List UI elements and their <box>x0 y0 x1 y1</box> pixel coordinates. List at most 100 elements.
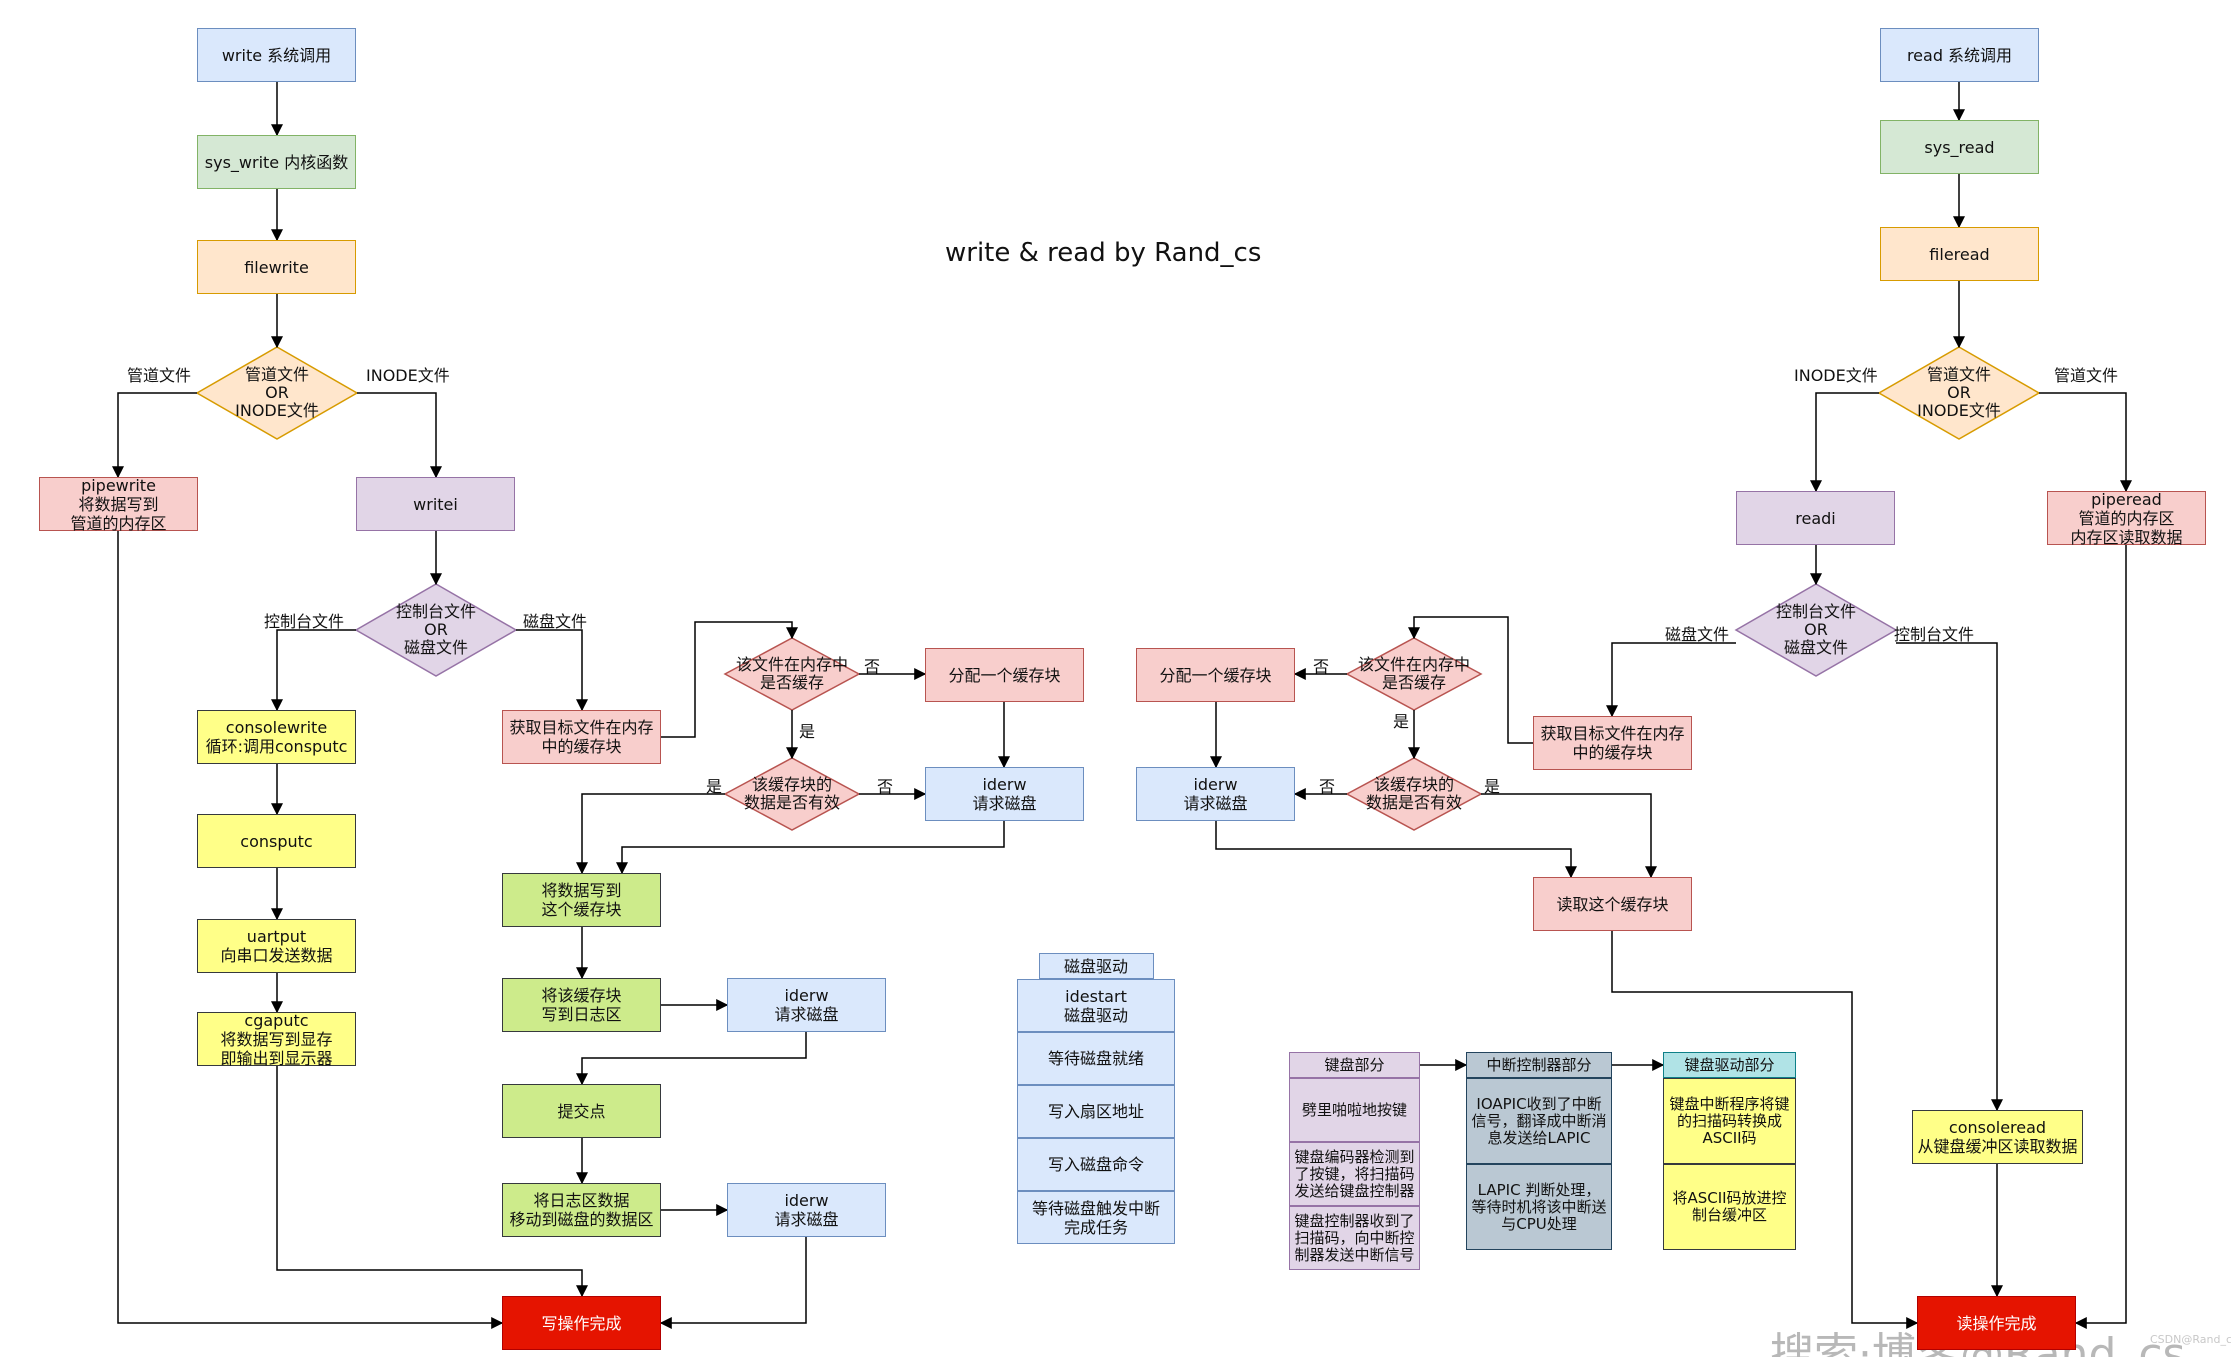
commit-node: 提交点 <box>502 1084 661 1138</box>
label-read-cached-yes: 是 <box>1393 712 1410 731</box>
edge-decision-to-readi <box>1810 392 1879 493</box>
piperead-node: piperead 管道的内存区 内存区读取数据 <box>2047 490 2206 547</box>
interrupt-part-item: IOAPIC收到了中断 信号，翻译成中断消 息发送给LAPIC <box>1466 1078 1612 1164</box>
label-write-cached-yes: 是 <box>799 722 816 741</box>
keyboard-part-item: 键盘控制器收到了 扫描码，向中断控 制器发送中断信号 <box>1289 1206 1420 1270</box>
edge-iderw2-to-commit <box>576 1032 807 1086</box>
label-read-pipe: 管道文件 <box>2054 366 2119 385</box>
consputc-node: consputc <box>197 814 356 868</box>
write-move-log-node: 将日志区数据 移动到磁盘的数据区 <box>502 1183 661 1237</box>
label-read-inode: INODE文件 <box>1794 366 1878 385</box>
keyboard-driver-part-header: 键盘驱动部分 <box>1663 1052 1796 1078</box>
consoleread-node: consoleread 从键盘缓冲区读取数据 <box>1912 1110 2083 1164</box>
edge-device-to-consoleread <box>1896 642 2003 1112</box>
write-valid-decision-shape <box>723 757 861 831</box>
label-read-console: 控制台文件 <box>1894 625 1975 644</box>
label-write-disk: 磁盘文件 <box>523 612 588 631</box>
keyboard-driver-part-item: 将ASCII码放进控 制台缓冲区 <box>1663 1164 1796 1250</box>
consolewrite-node: consolewrite 循环:调用consputc <box>197 710 356 764</box>
label-write-console: 控制台文件 <box>264 612 345 631</box>
keyboard-part-header: 键盘部分 <box>1289 1052 1420 1078</box>
label-write-valid-yes: 是 <box>706 777 723 796</box>
writei-node: writei <box>356 477 515 531</box>
label-write-inode: INODE文件 <box>366 366 450 385</box>
label-write-valid-no: 否 <box>877 777 894 796</box>
write-valid-decision: 该缓存块的 数据是否有效 <box>743 775 840 812</box>
uartput-node: uartput 向串口发送数据 <box>197 919 356 973</box>
sys-write-node: sys_write 内核函数 <box>197 135 356 189</box>
write-device-decision: 控制台文件 OR 磁盘文件 <box>395 602 476 657</box>
cgaputc-node: cgaputc 将数据写到显存 即输出到显示器 <box>197 1011 356 1068</box>
filewrite-node: filewrite <box>197 240 356 294</box>
read-device-decision-shape <box>1734 583 1898 677</box>
read-buffer-node: 读取这个缓存块 <box>1533 877 1692 931</box>
disk-driver-item: 写入扇区地址 <box>1017 1085 1175 1138</box>
write-device-decision-shape <box>354 583 518 677</box>
write-get-buffer-node: 获取目标文件在内存 中的缓存块 <box>502 710 661 764</box>
disk-driver-item: 等待磁盘触发中断 完成任务 <box>1017 1191 1175 1244</box>
read-device-decision: 控制台文件 OR 磁盘文件 <box>1775 602 1856 657</box>
edge-getbuf-to-cached <box>1408 616 1533 744</box>
write-iderw-node-2: iderw 请求磁盘 <box>727 978 886 1032</box>
keyboard-part-item: 劈里啪啦地按键 <box>1289 1078 1420 1142</box>
edge-valid-yes-to-readbuf <box>1481 793 1657 879</box>
read-type-decision: 管道文件 OR INODE文件 <box>1917 365 2001 420</box>
label-read-cached-no: 否 <box>1313 657 1330 676</box>
write-alloc-buffer-node: 分配一个缓存块 <box>925 648 1084 702</box>
interrupt-part-header: 中断控制器部分 <box>1466 1052 1612 1078</box>
edge-readbuf-to-done <box>1611 931 1919 1329</box>
write-cached-decision: 该文件在内存中 是否缓存 <box>735 655 848 692</box>
write-iderw-node-3: iderw 请求磁盘 <box>727 1183 886 1237</box>
watermark-small: CSDN@Rand_cs <box>2150 1333 2231 1346</box>
read-done-node: 读操作完成 <box>1917 1296 2076 1350</box>
label-read-disk: 磁盘文件 <box>1665 625 1730 644</box>
write-log-node: 将该缓存块 写到日志区 <box>502 978 661 1032</box>
edge-pipewrite-to-done <box>117 531 504 1329</box>
disk-driver-item: idestart 磁盘驱动 <box>1017 979 1175 1032</box>
read-alloc-buffer-node: 分配一个缓存块 <box>1136 648 1295 702</box>
interrupt-part-item: LAPIC 判断处理， 等待时机将该中断送 与CPU处理 <box>1466 1164 1612 1250</box>
edge-device-to-consolewrite <box>271 629 356 712</box>
label-read-valid-yes: 是 <box>1484 777 1501 796</box>
disk-driver-item: 等待磁盘就绪 <box>1017 1032 1175 1085</box>
write-type-decision: 管道文件 OR INODE文件 <box>235 365 319 420</box>
keyboard-part-item: 键盘编码器检测到 了按键，将扫描码 发送给键盘控制器 <box>1289 1142 1420 1206</box>
write-type-decision-shape <box>195 346 359 440</box>
read-get-buffer-node: 获取目标文件在内存 中的缓存块 <box>1533 716 1692 770</box>
write-syscall-node: write 系统调用 <box>197 28 356 82</box>
pipewrite-node: pipewrite 将数据写到 管道的内存区 <box>39 476 198 533</box>
edge-decision-to-writei <box>357 392 442 479</box>
read-valid-decision-shape <box>1345 757 1483 831</box>
write-iderw-node-1: iderw 请求磁盘 <box>925 767 1084 821</box>
edge-device-to-getbuf <box>1606 642 1736 718</box>
disk-driver-item: 写入磁盘命令 <box>1017 1138 1175 1191</box>
read-syscall-node: read 系统调用 <box>1880 28 2039 82</box>
label-read-valid-no: 否 <box>1319 777 1336 796</box>
edge-piperead-to-done <box>2074 545 2127 1329</box>
diagram-title: write & read by Rand_cs <box>945 238 1262 268</box>
edge-decision-to-pipewrite <box>112 392 197 479</box>
readi-node: readi <box>1736 491 1895 545</box>
label-write-pipe: 管道文件 <box>127 366 192 385</box>
edge-decision-to-piperead <box>2039 392 2132 493</box>
edge-getbuf-to-cached <box>661 621 798 738</box>
read-cached-decision: 该文件在内存中 是否缓存 <box>1357 655 1470 692</box>
disk-driver-header: 磁盘驱动 <box>1038 953 1154 979</box>
read-type-decision-shape <box>1877 346 2041 440</box>
read-valid-decision: 该缓存块的 数据是否有效 <box>1365 775 1462 812</box>
label-write-cached-no: 否 <box>864 657 881 676</box>
edge-iderw-to-writebuf <box>616 821 1005 875</box>
write-to-buffer-node: 将数据写到 这个缓存块 <box>502 873 661 927</box>
edge-valid-yes-to-writebuf <box>576 793 725 875</box>
sys-read-node: sys_read <box>1880 120 2039 174</box>
write-done-node: 写操作完成 <box>502 1296 661 1350</box>
edge-iderw-to-readbuf <box>1215 821 1577 879</box>
edge-cgaputc-to-done <box>276 1066 588 1298</box>
edge-iderw3-to-done <box>659 1237 807 1329</box>
read-iderw-node: iderw 请求磁盘 <box>1136 767 1295 821</box>
edge-device-to-getbuf <box>516 629 588 712</box>
fileread-node: fileread <box>1880 227 2039 281</box>
keyboard-driver-part-item: 键盘中断程序将键 的扫描码转换成 ASCII码 <box>1663 1078 1796 1164</box>
